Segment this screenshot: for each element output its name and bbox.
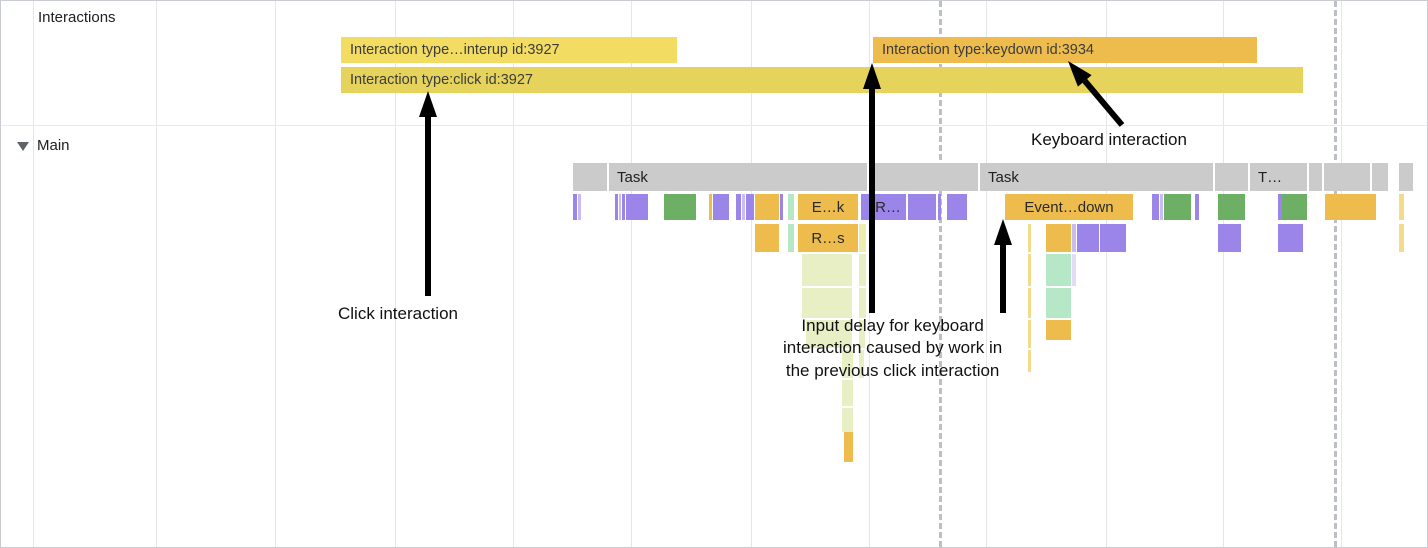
gridline	[751, 1, 752, 547]
click-arrow	[419, 91, 437, 296]
task-bar-unlabeled[interactable]	[1324, 163, 1371, 191]
flame-block[interactable]	[859, 254, 866, 286]
flame-block[interactable]	[859, 288, 866, 318]
flame-block[interactable]	[615, 194, 618, 220]
gridline	[156, 1, 157, 547]
flame-block[interactable]	[664, 194, 696, 220]
triangle-down-icon[interactable]	[17, 142, 29, 151]
flame-block[interactable]	[938, 194, 941, 220]
gridline	[631, 1, 632, 547]
flame-block[interactable]	[908, 194, 936, 220]
flame-block[interactable]: Event…down	[1005, 194, 1133, 220]
flame-block[interactable]	[573, 194, 577, 220]
flame-block[interactable]	[626, 194, 648, 220]
flame-block[interactable]	[842, 350, 853, 378]
task-bar[interactable]: Task	[609, 163, 868, 191]
main-track-label: Main	[37, 137, 70, 154]
task-bar[interactable]: Task	[980, 163, 1214, 191]
flame-block[interactable]	[1028, 224, 1031, 252]
flame-block[interactable]	[746, 194, 754, 220]
flame-block[interactable]	[1028, 350, 1031, 372]
interaction-bar[interactable]: Interaction type:click id:3927	[341, 67, 1303, 93]
gridline	[1106, 1, 1107, 547]
flame-block[interactable]	[1046, 254, 1071, 286]
flame-block[interactable]	[861, 194, 869, 220]
time-marker	[939, 1, 942, 547]
flame-block[interactable]	[1278, 224, 1303, 252]
click-interaction-note: Click interaction	[338, 304, 458, 323]
flame-block[interactable]: E…k	[798, 194, 858, 220]
flame-block[interactable]	[806, 320, 852, 348]
flame-block[interactable]	[844, 432, 853, 462]
flame-block[interactable]	[1282, 194, 1307, 220]
flame-block[interactable]	[947, 194, 967, 220]
flame-block[interactable]	[802, 254, 852, 286]
flame-block[interactable]	[1077, 224, 1099, 252]
flame-block[interactable]	[842, 408, 853, 432]
flame-block[interactable]	[736, 194, 741, 220]
gridline	[395, 1, 396, 547]
flame-block[interactable]	[578, 194, 581, 220]
task-bar-unlabeled[interactable]	[1309, 163, 1323, 191]
flame-block[interactable]	[709, 194, 712, 220]
flame-block[interactable]	[788, 194, 794, 220]
flame-block[interactable]	[842, 380, 853, 406]
flame-block[interactable]	[1152, 194, 1159, 220]
gridline	[513, 1, 514, 547]
input-delay-note: Input delay for keyboard interaction cau…	[783, 316, 1003, 380]
flame-block[interactable]	[859, 320, 865, 348]
gridline	[33, 1, 34, 547]
flame-block[interactable]	[1344, 194, 1376, 220]
interaction-bar[interactable]: Interaction type…interup id:3927	[341, 37, 677, 63]
flame-block[interactable]	[802, 288, 852, 318]
interactions-track-label: Interactions	[38, 9, 116, 26]
flame-block[interactable]	[755, 224, 779, 252]
task-bar-unlabeled[interactable]	[1405, 163, 1414, 191]
flame-block[interactable]	[1028, 320, 1031, 348]
flame-block[interactable]	[1046, 288, 1071, 318]
task-bar-unlabeled[interactable]	[869, 163, 979, 191]
task-bar[interactable]: T…	[1250, 163, 1308, 191]
flame-block[interactable]	[622, 194, 625, 220]
flame-block[interactable]	[742, 194, 745, 220]
flame-block[interactable]	[1028, 288, 1031, 318]
flame-block[interactable]	[1195, 194, 1199, 220]
flame-block[interactable]	[713, 194, 729, 220]
track-separator	[1, 125, 1427, 126]
flame-block[interactable]	[1100, 224, 1126, 252]
time-marker	[1334, 1, 1337, 547]
flame-block[interactable]	[859, 224, 866, 252]
flame-block[interactable]	[1278, 194, 1282, 220]
task-bar-unlabeled[interactable]	[573, 163, 608, 191]
task-bar-unlabeled[interactable]	[1215, 163, 1249, 191]
flame-block[interactable]: R…	[870, 194, 906, 220]
input-delay-arrow-right	[994, 219, 1012, 313]
flame-block[interactable]	[788, 224, 794, 252]
interaction-bar[interactable]: Interaction type:keydown id:3934	[873, 37, 1257, 63]
flame-block[interactable]: R…s	[798, 224, 858, 252]
task-bar-unlabeled[interactable]	[1380, 163, 1389, 191]
flame-block[interactable]	[1072, 224, 1076, 252]
flame-block[interactable]	[1399, 224, 1404, 252]
gridline	[275, 1, 276, 547]
flame-block[interactable]	[1164, 194, 1191, 220]
flame-block[interactable]	[780, 194, 783, 220]
flame-block[interactable]	[1218, 194, 1245, 220]
flame-block[interactable]	[1325, 194, 1344, 220]
flame-block[interactable]	[1160, 194, 1163, 220]
flame-block[interactable]	[859, 350, 864, 378]
flame-block[interactable]	[1072, 254, 1076, 286]
flame-block[interactable]	[1046, 224, 1071, 252]
gridline	[1341, 1, 1342, 547]
keyboard-interaction-note: Keyboard interaction	[1031, 130, 1187, 149]
flame-block[interactable]	[755, 194, 779, 220]
flame-block[interactable]	[1218, 224, 1241, 252]
gridline	[1223, 1, 1224, 547]
flame-block[interactable]	[1399, 194, 1404, 220]
gridline	[986, 1, 987, 547]
flame-block[interactable]	[1028, 254, 1031, 286]
flame-block[interactable]	[1046, 320, 1071, 340]
flame-block[interactable]	[619, 194, 621, 220]
